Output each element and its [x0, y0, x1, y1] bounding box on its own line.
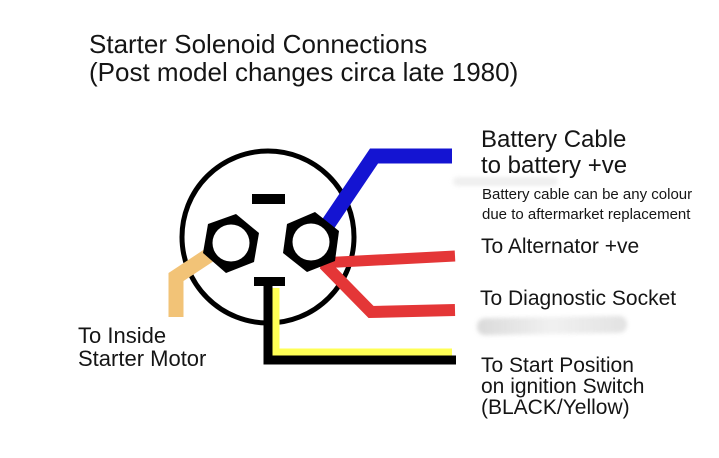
- start-position-label-line3: (BLACK/Yellow): [481, 396, 630, 419]
- start-position-label: To Start Position on ignition Switch (BL…: [481, 355, 644, 418]
- ignition-wire-yellow: [272, 288, 452, 356]
- title-line2: (Post model changes circa late 1980): [89, 57, 519, 87]
- battery-cable-note: Battery cable can be any colour due to a…: [482, 185, 692, 225]
- starter-motor-label-line1: To Inside: [78, 323, 167, 348]
- diagnostic-socket-label: To Diagnostic Socket: [480, 287, 677, 310]
- battery-cable-wire: [315, 148, 452, 238]
- diagram-title: Starter Solenoid Connections (Post model…: [89, 30, 518, 86]
- title-line1: Starter Solenoid Connections: [89, 29, 428, 59]
- battery-cable-note-line1: Battery cable can be any colour: [482, 186, 693, 203]
- starter-motor-label-line2: Starter Motor: [78, 346, 207, 371]
- alternator-label: To Alternator +ve: [481, 235, 640, 258]
- battery-cable-note-line2: due to aftermarket replacement: [482, 206, 691, 223]
- ignition-wire-black: [263, 282, 456, 365]
- ignition-terminal-mark: [254, 277, 285, 286]
- terminal-hole-right: [292, 223, 330, 261]
- battery-cable-label-line2: to battery +ve: [481, 152, 628, 179]
- diagnostic-wire: [319, 259, 456, 319]
- starter-motor-label: To Inside Starter Motor: [78, 324, 206, 370]
- alternator-wire: [319, 250, 456, 269]
- battery-cable-label: Battery Cable to battery +ve: [481, 127, 627, 179]
- battery-cable-label-line1: Battery Cable: [481, 126, 627, 153]
- terminal-mark-top: [252, 194, 285, 204]
- erased-text-smudge: [476, 315, 628, 336]
- start-position-label-line2: on ignition Switch: [481, 375, 645, 398]
- start-position-label-line1: To Start Position: [481, 354, 634, 377]
- terminal-hole-left: [212, 224, 250, 262]
- erased-text-smudge: [453, 177, 558, 186]
- starter-motor-wire: [168, 243, 222, 317]
